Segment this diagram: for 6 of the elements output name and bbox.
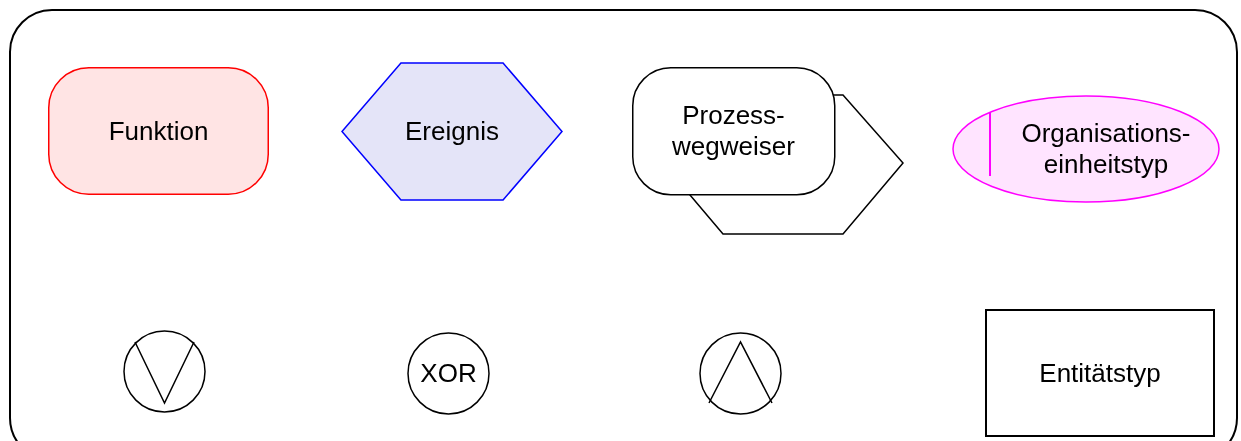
node-label: Prozess- wegweiser (671, 100, 796, 162)
node-label: Organisations- einheitstyp (1020, 118, 1192, 180)
node-label: Ereignis (405, 116, 499, 147)
node-label: Entitätstyp (1039, 357, 1161, 389)
node-label: Funktion (108, 115, 209, 147)
node-label: XOR (420, 358, 477, 389)
